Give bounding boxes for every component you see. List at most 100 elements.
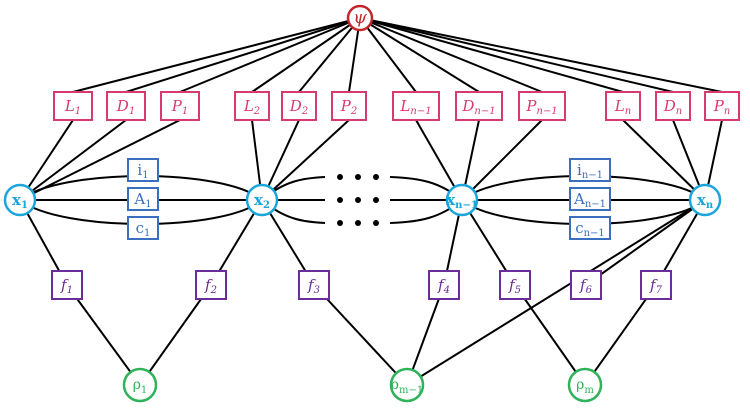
top-label-text-base: P: [525, 97, 537, 115]
x-node-label-base: x: [254, 191, 264, 209]
mid-left-text-base: c: [136, 219, 144, 237]
factor-box: f2: [195, 270, 227, 300]
edge-psi-top-2: [179, 17, 361, 93]
x-node-circle: [245, 183, 279, 217]
factor-label-subscript: 3: [314, 285, 320, 296]
top-label-text: Dn: [663, 97, 682, 117]
top-label-rect: [281, 91, 317, 121]
top-label-text-base: D: [116, 97, 129, 115]
factor-rect: [640, 270, 672, 300]
top-label-text-subscript: 1: [182, 106, 188, 117]
factor-label-base: f: [204, 276, 213, 294]
factor-rect: [195, 270, 227, 300]
top-label-text-subscript: 2: [253, 106, 260, 117]
rho-node-circle: [567, 367, 603, 403]
top-label-text-subscript: n: [724, 106, 730, 117]
edge-xn-rhom1: [406, 199, 706, 386]
edges: [19, 17, 723, 386]
factor-label-subscript: 5: [515, 285, 521, 296]
factor-label-base: f: [60, 276, 69, 294]
edge-psi-top-0: [72, 17, 361, 93]
factor-label: f1: [60, 276, 73, 296]
x-node-circle: [688, 183, 722, 217]
top-label-text-base: D: [289, 97, 302, 115]
x-node-label: x1: [12, 191, 28, 211]
top-label-text: D2: [289, 97, 308, 117]
rho-node-label-base: ρ: [391, 377, 399, 393]
top-label-text-base: L: [64, 97, 75, 115]
top-label-text: L1: [64, 97, 81, 117]
top-label-text-base: L: [243, 97, 254, 115]
top-label-text: L2: [243, 97, 260, 117]
top-label-box: D2: [281, 91, 317, 121]
factor-box: f3: [298, 270, 330, 300]
top-label-text-subscript: n: [625, 106, 631, 117]
top-label-text-subscript: n−1: [536, 106, 557, 117]
factor-box: f6: [570, 270, 602, 300]
top-label-text-base: P: [340, 97, 352, 115]
factor-label-base: f: [508, 276, 517, 294]
rho-node-label: ρm−1: [391, 377, 423, 396]
factor-label-subscript: 1: [67, 285, 73, 296]
factor-label-subscript: 6: [586, 285, 593, 296]
mid-left-rect: [127, 216, 159, 240]
factor-label-subscript: 4: [443, 285, 450, 296]
top-label-text-subscript: n−1: [410, 106, 431, 117]
mid-left-text-base: i: [137, 161, 142, 179]
top-label-box: L1: [53, 91, 93, 121]
edge-psi-top-4: [298, 17, 361, 93]
factor-box: f4: [428, 270, 460, 300]
top-label-text-base: D: [461, 97, 474, 115]
factor-label: f2: [204, 276, 217, 296]
x-node-label-subscript: 1: [21, 200, 28, 211]
x-node-circle: [3, 183, 37, 217]
top-label-rect: [160, 91, 200, 121]
ellipsis-dot: [373, 220, 379, 226]
top-label-box: P1: [160, 91, 200, 121]
mid-left-text: A1: [133, 190, 151, 210]
edge-f7-rhom: [584, 284, 657, 386]
ellipsis-dot: [373, 197, 379, 203]
x-node: xn−1: [445, 183, 479, 217]
factor-box: f1: [51, 270, 83, 300]
edge-f5-rhom: [514, 284, 586, 386]
top-label-text-subscript: n−1: [474, 106, 495, 117]
edge-top-x-8: [461, 119, 543, 201]
rho-node-label-base: ρ: [133, 377, 141, 393]
x-node: x2: [245, 183, 279, 217]
top-label-box: Dn−1: [455, 91, 503, 121]
top-label-text-base: L: [614, 97, 625, 115]
mid-right-rect: [569, 216, 611, 240]
top-label-box: Dn: [655, 91, 691, 121]
mid-left-box: c1: [127, 216, 159, 240]
x-node: x1: [3, 183, 37, 217]
mid-left-text-subscript: 1: [145, 199, 151, 210]
ellipsis-dot: [355, 174, 361, 180]
top-label-rect: [455, 91, 503, 121]
top-label-text: Ln−1: [399, 97, 431, 117]
top-label-text: Dn−1: [461, 97, 495, 117]
edge-top-x-5: [261, 119, 350, 201]
factor-label-subscript: 7: [656, 285, 663, 296]
top-label-box: Ln: [605, 91, 641, 121]
rho-node-label-subscript: m: [584, 385, 594, 396]
x-node-label-base: x: [12, 191, 22, 209]
psi-label-base: ψ: [353, 8, 367, 28]
edge-psi-top-8: [359, 17, 543, 93]
top-label-box: L2: [234, 91, 270, 121]
top-label-text: Pn−1: [525, 97, 557, 117]
mid-left-text: c1: [136, 219, 151, 239]
ellipsis-dot: [355, 220, 361, 226]
factor-label: f4: [437, 276, 450, 296]
top-label-text-base: D: [663, 97, 676, 115]
mid-left-text-subscript: 1: [144, 228, 150, 239]
rho-node: ρm−1: [389, 367, 425, 403]
rho-node-circle: [122, 367, 158, 403]
x-node-label-subscript: 2: [263, 200, 270, 211]
mid-right-text-base: c: [575, 219, 583, 237]
top-label-text-subscript: 2: [350, 106, 357, 117]
top-label-text-subscript: 2: [301, 106, 308, 117]
factor-label-base: f: [307, 276, 316, 294]
